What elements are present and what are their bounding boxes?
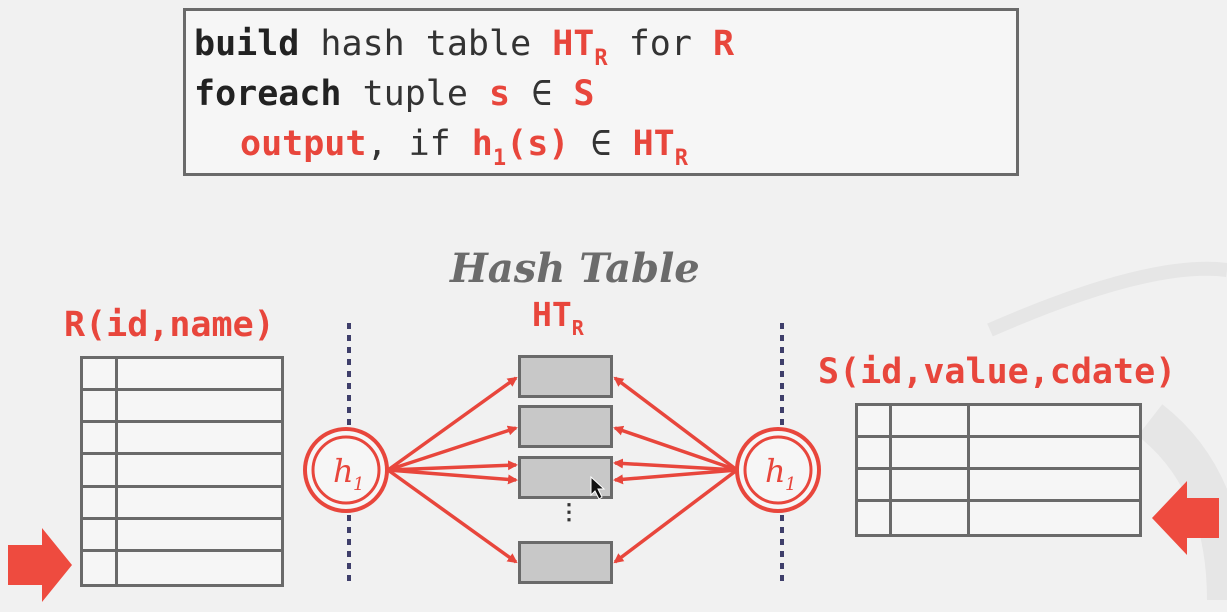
left-arrow-icon xyxy=(1152,481,1219,555)
table-row xyxy=(858,406,1139,438)
ht-name-text: HT xyxy=(532,295,572,334)
table-row xyxy=(83,551,281,584)
table-cell xyxy=(858,406,892,435)
relation-r-table xyxy=(80,356,284,587)
hash-fn-subscript: 1 xyxy=(785,474,796,495)
element-of-symbol: ∈ xyxy=(510,74,574,114)
hash-bucket xyxy=(518,355,613,398)
table-row xyxy=(83,487,281,520)
probe-arrows xyxy=(613,376,739,564)
hash-fn-label: h xyxy=(765,452,786,490)
table-cell xyxy=(892,438,970,467)
code-text: tuple xyxy=(341,74,490,114)
fn-arg: (s) xyxy=(506,124,570,164)
code-text: for xyxy=(607,24,713,64)
table-cell xyxy=(83,551,118,584)
table-row xyxy=(858,470,1139,502)
hash-table-ref: HTR xyxy=(632,124,688,171)
ht-subscript: R xyxy=(674,146,688,171)
table-row xyxy=(83,423,281,456)
table-row xyxy=(83,359,281,392)
mouse-pointer-icon xyxy=(590,475,606,500)
ht-name-subscript: R xyxy=(571,316,584,340)
relation-r-label: R(id,name) xyxy=(64,305,275,345)
hash-fn-subscript: 1 xyxy=(353,474,364,495)
code-line-output: output, if h1(s) ∈ HTR xyxy=(194,119,1016,171)
table-cell xyxy=(892,406,970,435)
table-cell xyxy=(892,502,970,534)
table-cell xyxy=(83,359,118,389)
ht-text: HT xyxy=(632,124,675,164)
relation-s-label: S(id,value,cdate) xyxy=(818,352,1177,392)
table-row xyxy=(83,455,281,488)
tuple-var: s xyxy=(489,74,511,114)
code-text: hash table xyxy=(299,24,553,64)
table-row xyxy=(858,438,1139,470)
ht-subscript: R xyxy=(594,46,608,71)
code-text: , if xyxy=(366,124,472,164)
hash-table-ref: HTR xyxy=(552,24,607,71)
keyword-output: output xyxy=(240,124,367,164)
hash-fn-ref: h1(s) xyxy=(471,124,570,171)
hash-function-left: h 1 xyxy=(303,427,389,513)
table-cell xyxy=(83,391,118,421)
hash-bucket xyxy=(518,541,613,584)
keyword-build: build xyxy=(194,24,300,64)
table-cell xyxy=(892,470,970,499)
table-cell xyxy=(858,470,892,499)
relation-ref: R xyxy=(713,24,735,64)
hash-bucket xyxy=(518,405,613,448)
hash-table-title: Hash Table xyxy=(450,245,700,292)
table-cell xyxy=(83,487,118,517)
hash-table-name: HTR xyxy=(532,295,584,340)
right-arrow-icon xyxy=(8,528,72,602)
hash-function-right: h 1 xyxy=(735,427,821,513)
fn-subscript: 1 xyxy=(492,146,507,171)
ht-text: HT xyxy=(552,24,595,64)
table-cell xyxy=(83,519,118,549)
code-line-foreach: foreach tuple s ∈ S xyxy=(194,69,1016,119)
table-cell xyxy=(858,502,892,534)
hash-fn-label: h xyxy=(333,452,354,490)
table-cell xyxy=(83,423,118,453)
relation-ref: S xyxy=(573,74,595,114)
relation-s-table xyxy=(855,403,1142,537)
table-cell xyxy=(83,455,118,485)
table-row xyxy=(83,391,281,424)
keyword-foreach: foreach xyxy=(194,74,342,114)
element-of-symbol: ∈ xyxy=(569,124,633,164)
table-cell xyxy=(858,438,892,467)
pseudocode-box: build hash table HTR for R foreach tuple… xyxy=(183,8,1019,176)
table-row xyxy=(858,502,1139,534)
code-line-build: build hash table HTR for R xyxy=(194,19,1016,71)
table-row xyxy=(83,519,281,552)
build-arrows xyxy=(386,376,518,564)
fn-text: h xyxy=(471,124,493,164)
